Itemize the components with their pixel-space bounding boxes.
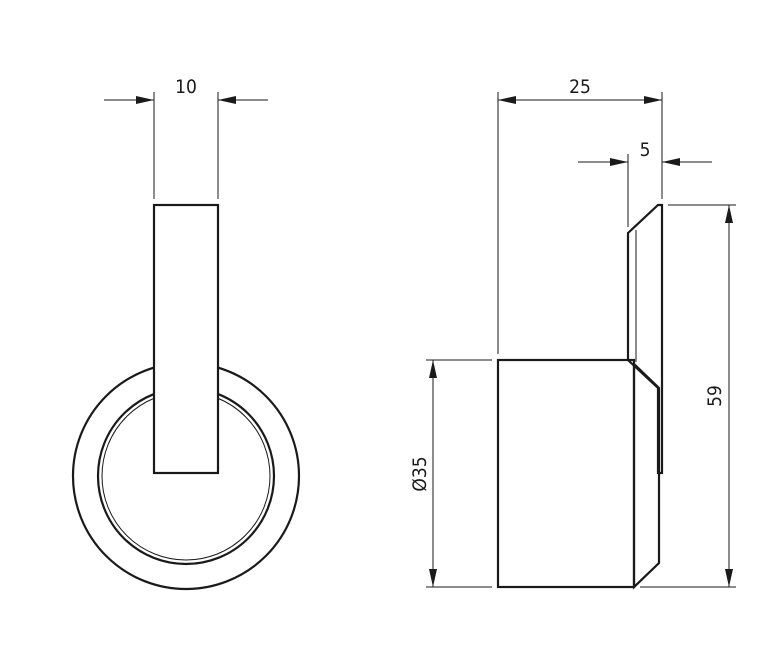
arrow-diameter-top bbox=[429, 360, 437, 378]
dim-label-rosette-diameter: Ø35 bbox=[409, 456, 431, 491]
dim-label-front-width: 10 bbox=[175, 76, 197, 98]
lever-side-profile bbox=[626, 203, 664, 475]
arrow-height-bottom bbox=[725, 569, 733, 587]
arrow-width-left bbox=[136, 96, 154, 104]
dim-label-side-depth: 25 bbox=[569, 76, 591, 98]
dim-label-lever-thickness: 5 bbox=[640, 139, 651, 161]
arrow-depth-left bbox=[498, 96, 516, 104]
lever-front bbox=[152, 203, 220, 475]
rosette-collar bbox=[632, 361, 661, 590]
arrow-height-top bbox=[725, 205, 733, 223]
arrow-thickness-right bbox=[662, 158, 680, 166]
arrow-thickness-left bbox=[610, 158, 628, 166]
dim-label-total-height: 59 bbox=[704, 385, 726, 407]
arrow-depth-right bbox=[644, 96, 662, 104]
arrow-width-right bbox=[218, 96, 236, 104]
arrow-diameter-bottom bbox=[429, 569, 437, 587]
side-view: 25 5 Ø35 59 bbox=[409, 76, 736, 590]
rosette-body-side bbox=[496, 358, 636, 589]
front-view: 10 bbox=[71, 76, 301, 591]
